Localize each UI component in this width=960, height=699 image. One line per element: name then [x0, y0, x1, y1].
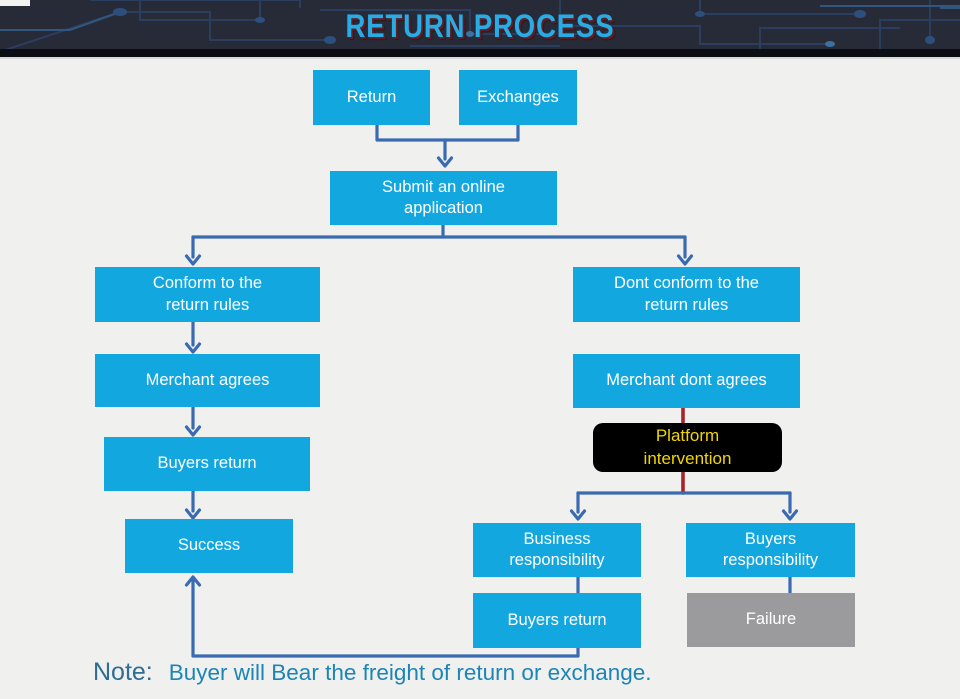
node-merchant-agrees: Merchant agrees: [95, 354, 320, 407]
node-buyers-return: Buyers return: [104, 437, 310, 491]
node-exchanges-label: Exchanges: [477, 87, 559, 106]
node-conform-rules-label: Conform to the return rules: [152, 274, 263, 314]
node-failure: Failure: [687, 593, 855, 647]
node-buyers-return-2: Buyers return: [473, 593, 641, 648]
node-failure-label: Failure: [745, 610, 797, 629]
node-platform-intervention-label: Platform intervention: [643, 426, 732, 468]
banner-bottom-strip: [0, 49, 960, 57]
banner-corner-notch: [0, 0, 30, 6]
circuit-pattern: [0, 0, 960, 53]
node-buyers-responsibility: Buyers responsibility: [686, 523, 855, 577]
node-merchant-agrees-label: Merchant agrees: [145, 370, 270, 389]
node-merchant-dont-agrees-label: Merchant dont agrees: [606, 371, 767, 390]
node-success-label: Success: [177, 536, 241, 555]
node-platform-intervention: Platform intervention: [593, 423, 782, 472]
footer-note: Note: Buyer will Bear the freight of ret…: [93, 658, 652, 687]
banner-edge-line: [0, 57, 960, 59]
node-business-responsibility-label: Business responsibility: [509, 529, 605, 569]
node-merchant-dont-agrees: Merchant dont agrees: [573, 354, 800, 408]
node-conform-rules: Conform to the return rules: [95, 267, 320, 322]
footer-note-text: Buyer will Bear the freight of return or…: [168, 660, 652, 685]
node-buyers-responsibility-label: Buyers responsibility: [722, 529, 819, 569]
footer-note-prefix: Note:: [93, 658, 153, 686]
node-exchanges: Exchanges: [459, 70, 577, 125]
header-banner: RETURN PROCESS: [0, 0, 960, 57]
node-return-label: Return: [346, 87, 397, 106]
node-return: Return: [313, 70, 430, 125]
node-success: Success: [125, 519, 293, 573]
node-buyers-return-label: Buyers return: [157, 454, 257, 473]
page-title: RETURN PROCESS: [345, 8, 615, 44]
node-submit-application-label: Submit an online application: [382, 177, 505, 217]
node-submit-application: Submit an online application: [330, 171, 557, 225]
node-buyers-return-2-label: Buyers return: [507, 610, 607, 629]
node-dont-conform-rules-label: Dont conform to the return rules: [614, 274, 759, 314]
node-business-responsibility: Business responsibility: [473, 523, 641, 577]
node-dont-conform-rules: Dont conform to the return rules: [573, 267, 800, 322]
